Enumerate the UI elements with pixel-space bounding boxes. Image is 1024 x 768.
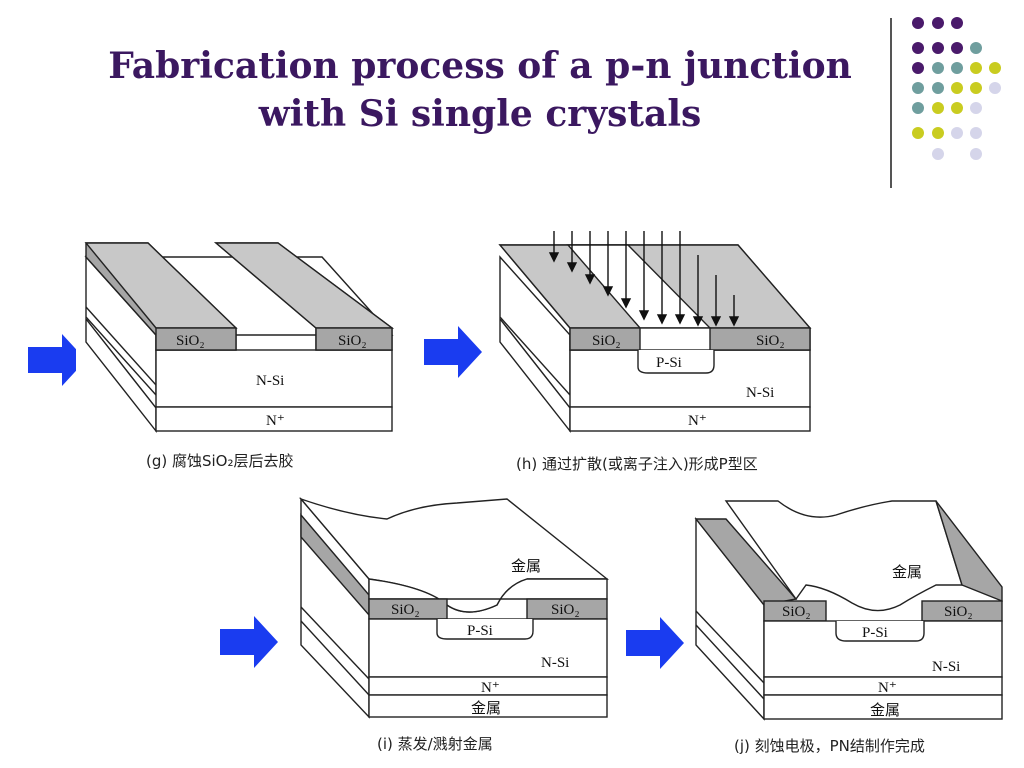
panel-i-metal-deposition: 金属 SiO₂ SiO₂ P-Si N-Si N⁺ 金属 (i) 蒸发/溅射金属 xyxy=(287,495,619,763)
sio2-label: SiO₂ xyxy=(338,333,367,349)
n-si-label: N-Si xyxy=(932,659,960,675)
metal-label: 金属 xyxy=(892,563,922,581)
caption-g: (g) 腐蚀SiO₂层后去胶 xyxy=(146,452,294,470)
process-arrow-icon xyxy=(626,617,684,669)
sio2-label: SiO₂ xyxy=(944,604,973,620)
title-line-2: with Si single crystals xyxy=(258,93,702,135)
wafer-diagram-j: 金属 SiO₂ SiO₂ P-Si N-Si N⁺ 金属 xyxy=(694,500,1003,721)
metal-bottom-label: 金属 xyxy=(870,701,900,719)
panel-h-diffusion: SiO₂ SiO₂ P-Si N-Si N⁺ (h) 通过扩散(或离子注入)形成… xyxy=(488,225,834,475)
p-si-label: P-Si xyxy=(467,623,493,639)
divider-line xyxy=(890,18,892,188)
wafer-diagram-i: 金属 SiO₂ SiO₂ P-Si N-Si N⁺ 金属 xyxy=(298,497,609,719)
process-arrow-icon xyxy=(28,334,86,386)
sio2-label: SiO₂ xyxy=(592,333,621,349)
panel-j-electrode-etched: 金属 SiO₂ SiO₂ P-Si N-Si N⁺ 金属 (j) 刻蚀电极，PN… xyxy=(686,495,1020,763)
slide-title: Fabrication process of a p-n junction wi… xyxy=(60,42,900,138)
n-plus-label: N⁺ xyxy=(266,413,285,429)
decorative-dot-grid xyxy=(912,17,1001,160)
caption-j: (j) 刻蚀电极，PN结制作完成 xyxy=(734,737,925,755)
p-si-label: P-Si xyxy=(656,355,682,371)
process-arrow-icon xyxy=(220,616,278,668)
process-arrow-icon xyxy=(424,326,482,378)
wafer-diagram-g: SiO₂ SiO₂ N-Si N⁺ xyxy=(84,242,395,434)
panel-g-etched-oxide: SiO₂ SiO₂ N-Si N⁺ (g) 腐蚀SiO₂层后去胶 xyxy=(76,225,400,475)
n-plus-label: N⁺ xyxy=(481,680,500,696)
metal-label: 金属 xyxy=(511,557,541,575)
caption-h: (h) 通过扩散(或离子注入)形成P型区 xyxy=(516,455,758,473)
wafer-diagram-h: SiO₂ SiO₂ P-Si N-Si N⁺ xyxy=(498,231,812,434)
sio2-label: SiO₂ xyxy=(782,604,811,620)
n-plus-label: N⁺ xyxy=(878,680,897,696)
metal-bottom-label: 金属 xyxy=(471,699,501,717)
title-line-1: Fabrication process of a p-n junction xyxy=(108,45,852,87)
sio2-label: SiO₂ xyxy=(176,333,205,349)
sio2-label: SiO₂ xyxy=(551,602,580,618)
sio2-label: SiO₂ xyxy=(391,602,420,618)
p-si-label: P-Si xyxy=(862,625,888,641)
caption-i: (i) 蒸发/溅射金属 xyxy=(377,735,493,753)
n-si-label: N-Si xyxy=(746,385,774,401)
n-si-label: N-Si xyxy=(256,373,284,389)
n-plus-label: N⁺ xyxy=(688,413,707,429)
sio2-label: SiO₂ xyxy=(756,333,785,349)
n-si-label: N-Si xyxy=(541,655,569,671)
